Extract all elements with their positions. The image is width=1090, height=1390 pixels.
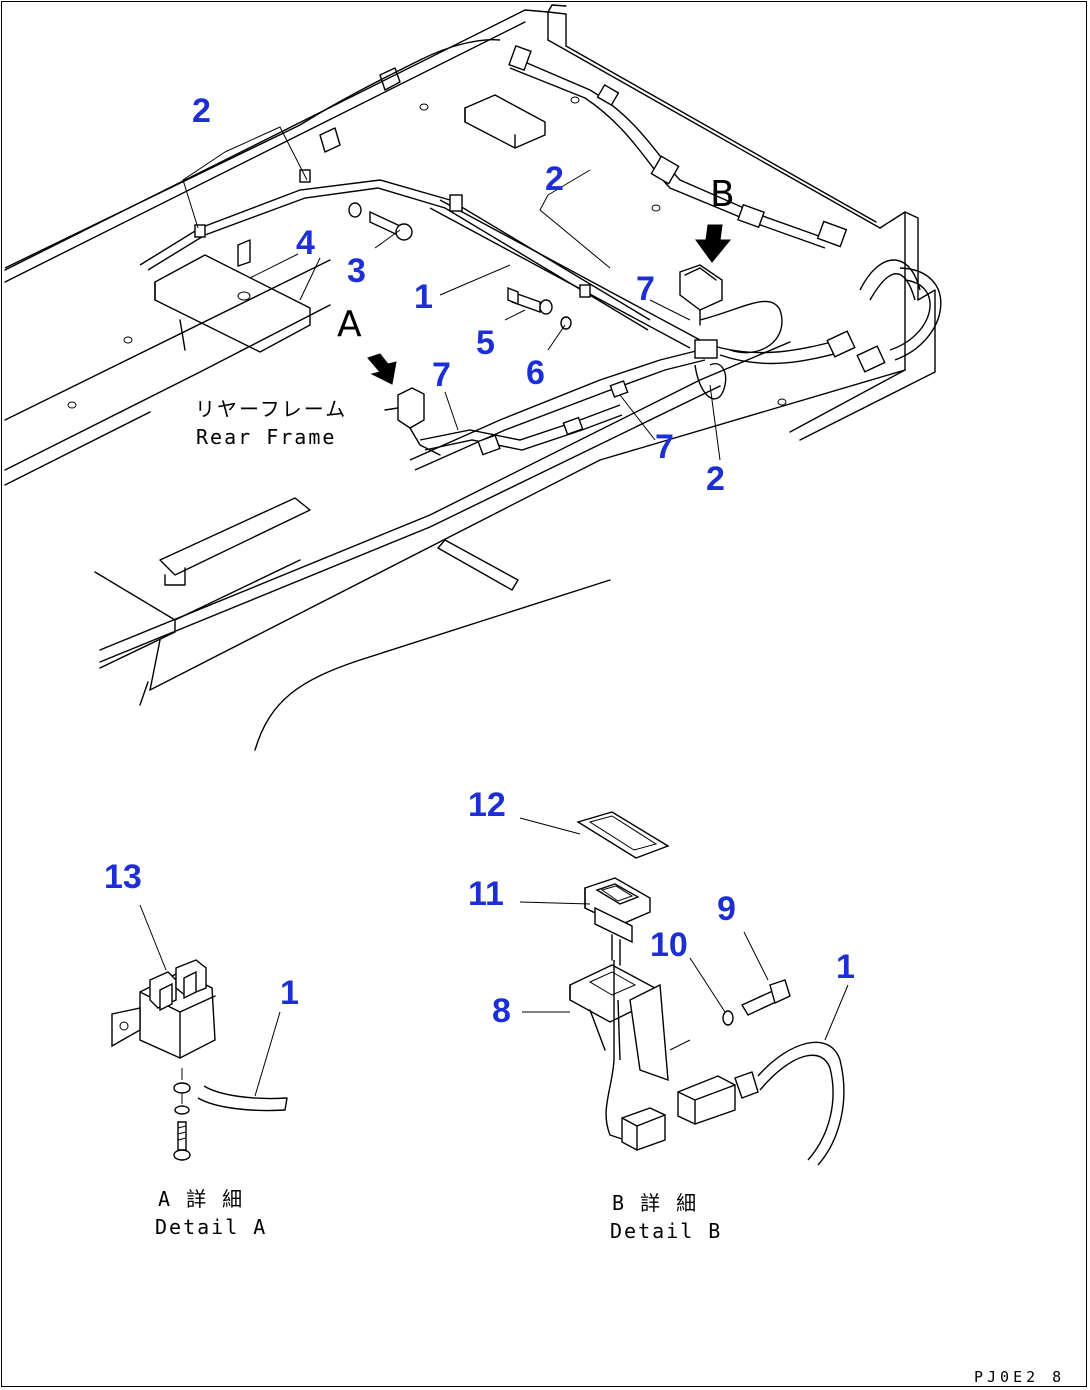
drawing-code: PJ0E2 8 — [974, 1368, 1066, 1386]
rear-frame-outline — [4, 4, 936, 751]
callout-8: 8 — [492, 992, 511, 1030]
detail-a-label-en: Detail A — [155, 1215, 268, 1239]
callout-10: 10 — [650, 926, 688, 964]
callout-3: 3 — [347, 252, 366, 290]
view-arrow-b — [695, 224, 732, 263]
callout-7-lower: 7 — [655, 428, 674, 466]
callout-5: 5 — [476, 324, 495, 362]
detail-b-label-en: Detail B — [610, 1219, 723, 1243]
callout-7-left: 7 — [432, 356, 451, 394]
bolt-5 — [507, 286, 553, 315]
callout-11: 11 — [468, 875, 504, 913]
callout-7-upper: 7 — [636, 270, 655, 308]
callout-2-upper-left: 2 — [192, 92, 211, 130]
rear-frame-label-jp: リヤーフレーム — [195, 397, 348, 421]
rear-frame-label-en: Rear Frame — [196, 425, 337, 449]
callout-9: 9 — [717, 890, 736, 928]
detail-b-label-jp: B 詳 細 — [612, 1191, 699, 1215]
callout-2-upper-middle: 2 — [545, 160, 564, 198]
view-arrow-a — [367, 353, 397, 385]
view-letter-a: A — [337, 304, 362, 345]
view-letter-b: B — [710, 174, 735, 215]
callout-2-lower-right: 2 — [706, 460, 725, 498]
callout-6: 6 — [526, 354, 545, 392]
callout-12: 12 — [468, 786, 506, 824]
detail-a-label-jp: A 詳 細 — [158, 1187, 245, 1211]
detail-b-drawing — [519, 811, 849, 1166]
callout-1-detail-b: 1 — [836, 948, 855, 986]
relay-a-on-frame — [384, 387, 441, 456]
bolt-3 — [369, 210, 413, 241]
washer-4 — [348, 202, 362, 218]
callout-13: 13 — [104, 858, 142, 896]
leader-lines-main — [182, 126, 721, 461]
callout-1-detail-a: 1 — [280, 974, 299, 1012]
washer-6 — [560, 316, 572, 330]
callout-1-main: 1 — [414, 278, 433, 316]
callout-4: 4 — [296, 224, 315, 262]
detail-a-drawing — [111, 904, 288, 1161]
switch-b-on-frame — [679, 264, 723, 326]
